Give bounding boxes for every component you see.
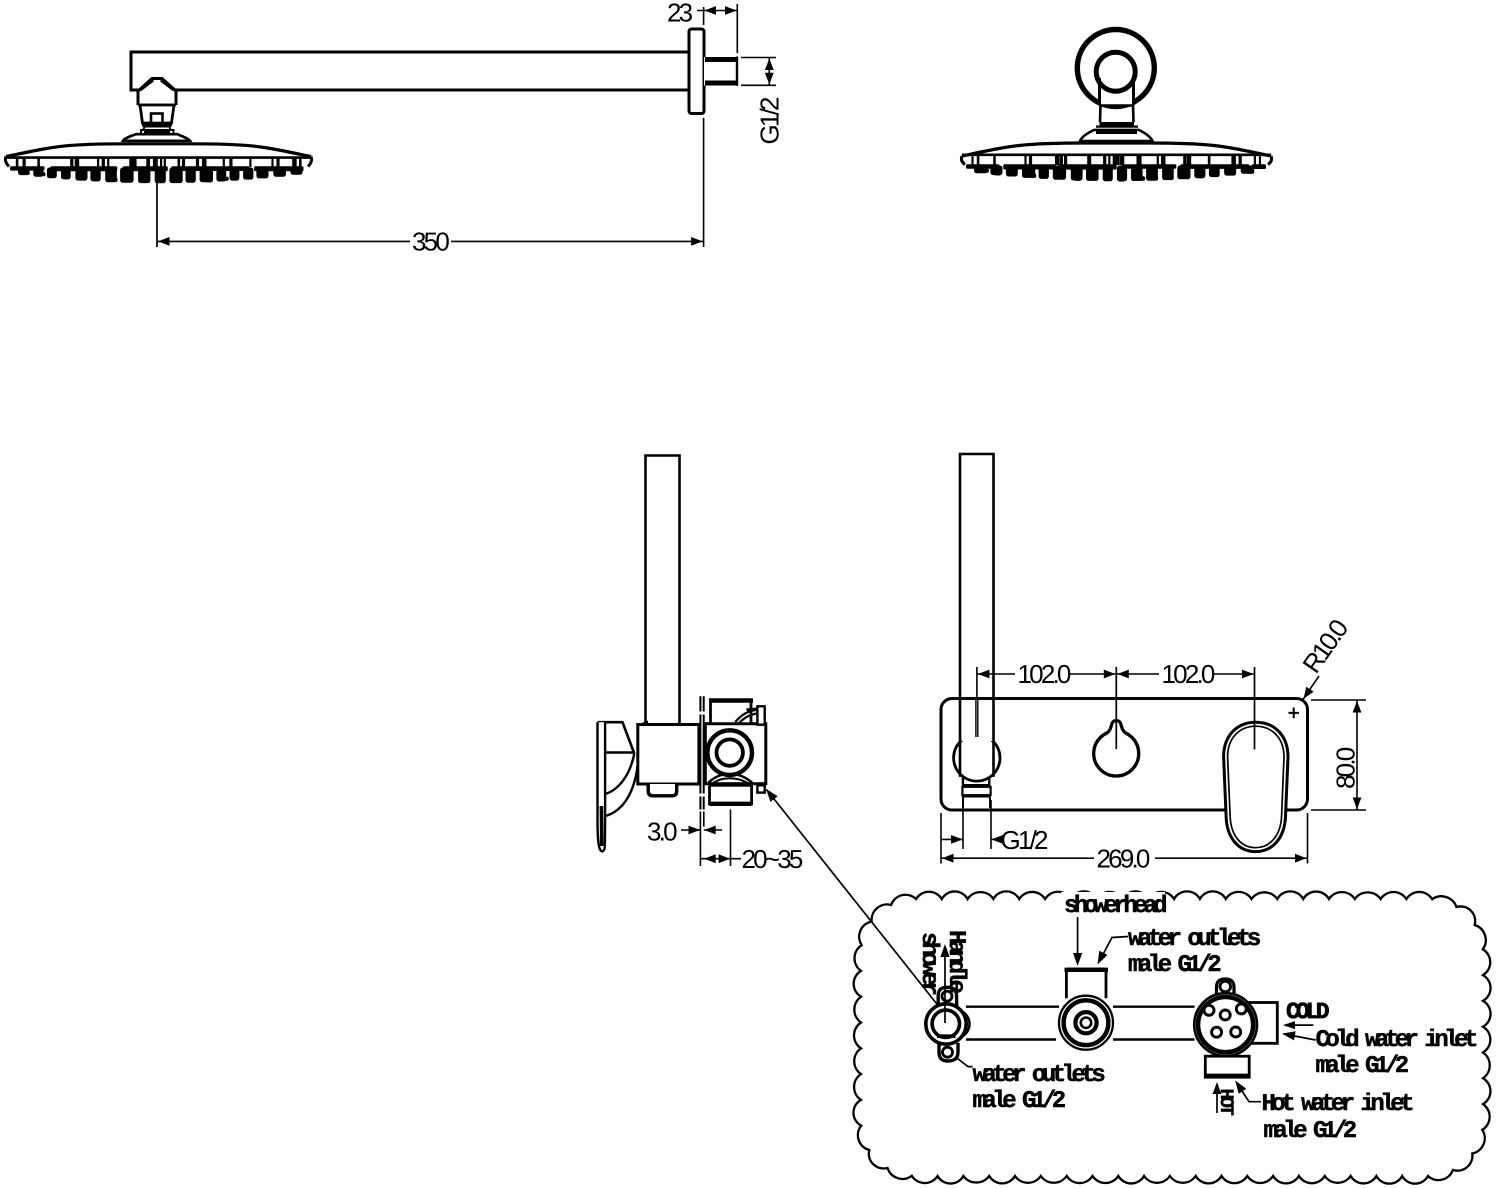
svg-text:Hot water inlet: Hot water inlet (1262, 1091, 1414, 1118)
svg-text:23: 23 (667, 0, 693, 28)
svg-text:102.0: 102.0 (1018, 659, 1071, 689)
svg-text:G1/2: G1/2 (1001, 825, 1049, 855)
svg-text:Cold water inlet: Cold water inlet (1316, 1027, 1478, 1054)
svg-text:3.0: 3.0 (647, 817, 677, 847)
svg-text:water outlets: water outlets (1128, 926, 1260, 953)
svg-text:G1/2: G1/2 (755, 97, 785, 145)
svg-text:80.0: 80.0 (1331, 747, 1361, 789)
svg-text:COLD: COLD (1286, 999, 1329, 1025)
svg-text:water outlets: water outlets (973, 1062, 1105, 1089)
svg-text:Handle: Handle (942, 930, 969, 994)
svg-text:male G1/2: male G1/2 (973, 1088, 1065, 1115)
svg-text:male G1/2: male G1/2 (1128, 952, 1220, 979)
svg-text:350: 350 (412, 227, 449, 257)
svg-text:269.0: 269.0 (1097, 844, 1150, 874)
svg-text:shower: shower (915, 932, 942, 995)
svg-text:102.0: 102.0 (1162, 659, 1215, 689)
svg-text:20~35: 20~35 (742, 844, 803, 874)
svg-text:male G1/2: male G1/2 (1264, 1118, 1356, 1145)
svg-text:showerhead: showerhead (1064, 893, 1166, 920)
svg-text:HOT: HOT (1215, 1089, 1237, 1116)
svg-text:male G1/2: male G1/2 (1316, 1053, 1408, 1080)
